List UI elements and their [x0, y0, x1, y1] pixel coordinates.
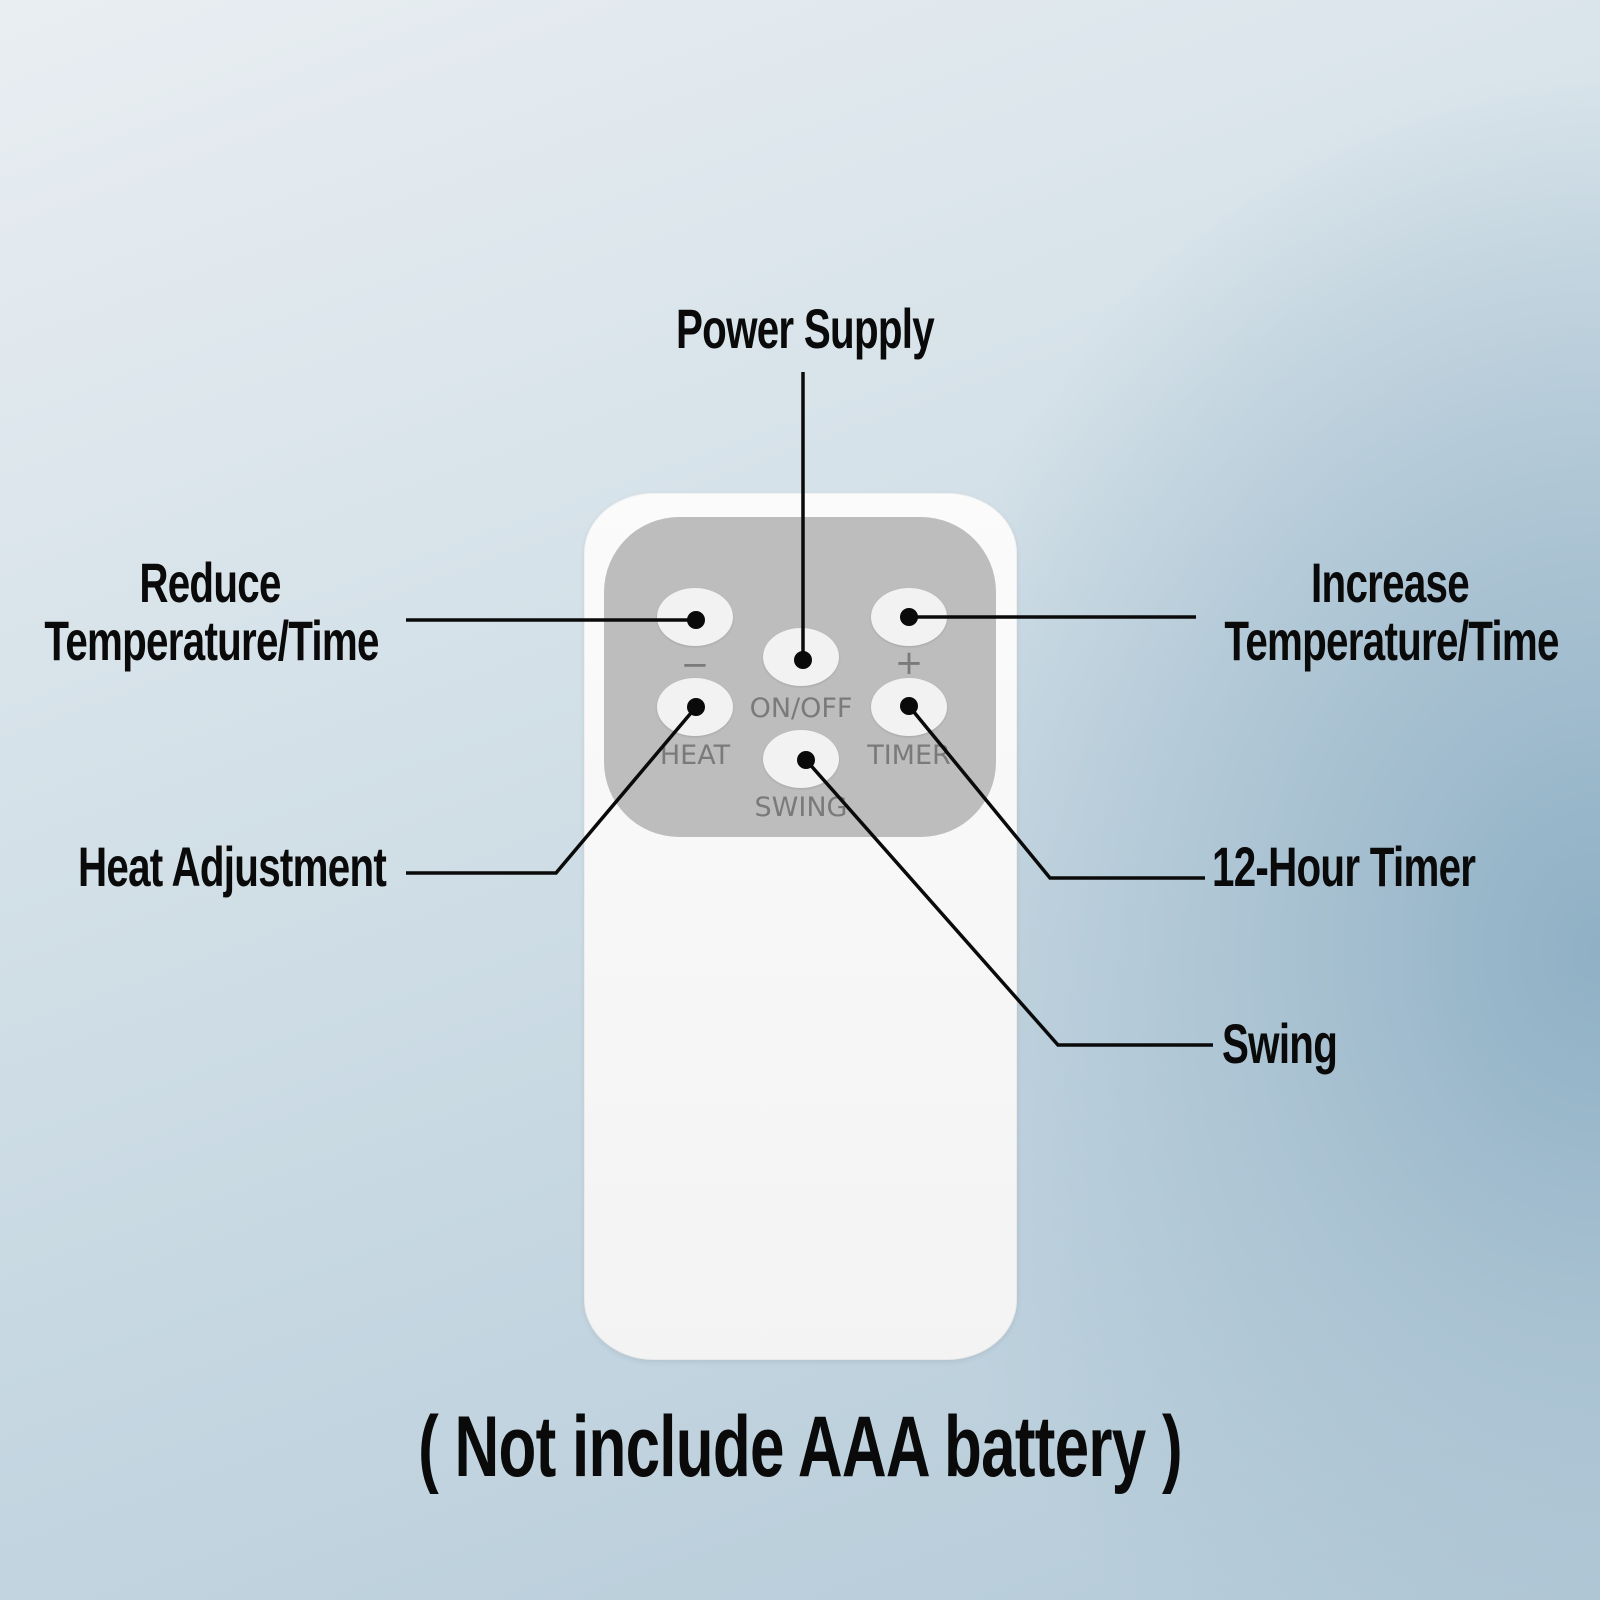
callout-reduce-line2: Temperature/Time	[44, 609, 379, 672]
plus-button[interactable]	[871, 588, 947, 646]
swing-label: SWING	[754, 792, 848, 823]
timer-button[interactable]	[871, 678, 947, 736]
callout-increase-line1: Increase	[1311, 551, 1470, 614]
swing-button[interactable]	[763, 730, 839, 788]
plus-symbol: +	[894, 643, 924, 683]
timer-label: TIMER	[867, 740, 951, 771]
battery-note: ( Not include AAA battery )	[418, 1399, 1182, 1495]
callout-power-supply: Power Supply	[657, 300, 952, 358]
heat-label: HEAT	[659, 740, 731, 771]
on-off-label: ON/OFF	[749, 693, 853, 724]
callout-increase-line2: Temperature/Time	[1224, 609, 1559, 672]
callout-increase: Increase Temperature/Time	[1224, 551, 1559, 672]
on-off-button[interactable]	[763, 628, 839, 686]
callout-heat-adjustment: Heat Adjustment	[78, 835, 387, 898]
minus-symbol: −	[680, 645, 710, 685]
minus-button[interactable]	[657, 588, 733, 646]
heat-button[interactable]	[657, 678, 733, 736]
callout-reduce-line1: Reduce	[139, 551, 281, 614]
callout-power-supply-text: Power Supply	[676, 297, 935, 360]
callout-heat-adjustment-text: Heat Adjustment	[78, 835, 387, 898]
callout-reduce: Reduce Temperature/Time	[44, 551, 379, 672]
callout-12-hour-timer: 12-Hour Timer	[1212, 835, 1476, 898]
callout-swing-text: Swing	[1222, 1012, 1338, 1075]
callout-swing: Swing	[1222, 1012, 1338, 1075]
callout-12-hour-timer-text: 12-Hour Timer	[1212, 835, 1476, 898]
